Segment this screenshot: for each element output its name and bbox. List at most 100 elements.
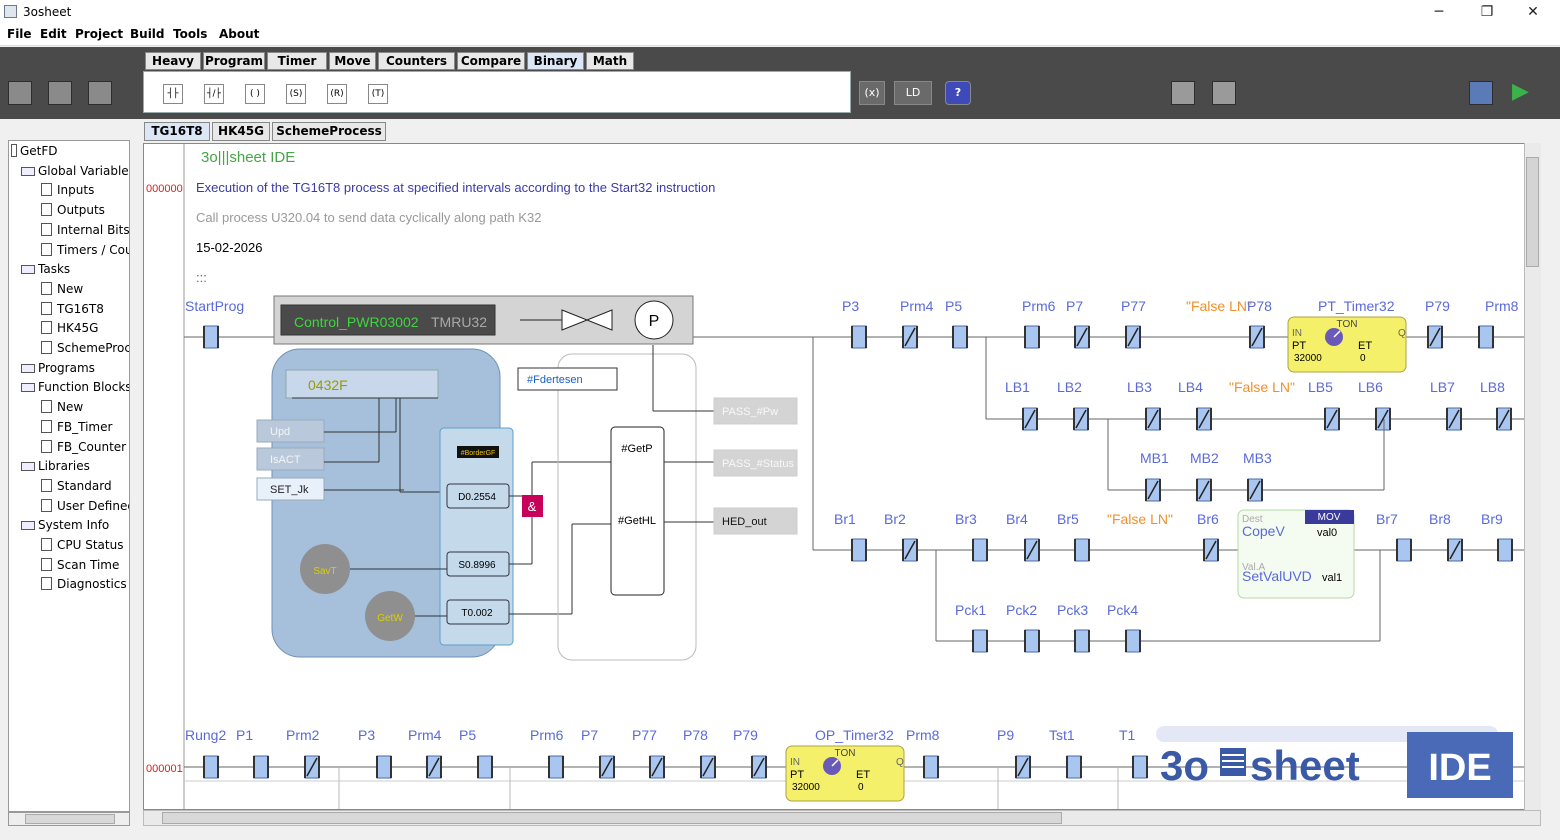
nc-slash [1017, 757, 1029, 777]
file-icon [41, 498, 52, 512]
menu-edit[interactable]: Edit [40, 27, 67, 41]
tree-node-tasks[interactable]: Tasks [21, 262, 70, 277]
tree-node-internal-bits[interactable]: Internal Bits [41, 222, 129, 238]
nc-slash [753, 757, 765, 777]
nc-slash [1498, 409, 1510, 429]
file-icon [41, 183, 52, 197]
tab-schemeprocess[interactable]: SchemeProcess [272, 122, 386, 141]
rung1-label-4: Prm4 [408, 727, 442, 743]
vertical-scrollbar[interactable] [1524, 143, 1541, 810]
undo-icon[interactable] [1171, 81, 1195, 105]
tab-move[interactable]: Move [329, 52, 376, 70]
tab-compare[interactable]: Compare [457, 52, 525, 70]
tree-node-system-info[interactable]: System Info [21, 518, 109, 533]
nc-slash [601, 757, 613, 777]
watermark-ide-bg [1407, 732, 1513, 798]
nc-slash [1075, 409, 1087, 429]
tab-math[interactable]: Math [586, 52, 634, 70]
file-icon [41, 439, 52, 453]
tree-node-schemeproc[interactable]: SchemeProc [41, 341, 129, 356]
horizontal-scrollbar[interactable] [143, 810, 1541, 826]
run-icon[interactable]: ▶ [1512, 81, 1536, 105]
reset-coil-icon[interactable]: (R) [327, 84, 347, 104]
file-icon [41, 400, 52, 414]
tree-node-getfd[interactable]: GetFD [11, 144, 58, 159]
ld-mode-icon[interactable]: LD [894, 81, 932, 105]
menu-about[interactable]: About [219, 27, 260, 41]
tree-node-user-defined[interactable]: User Defined [41, 498, 129, 514]
variable-icon[interactable]: (x) [859, 81, 885, 105]
tree-node-cpu-status[interactable]: CPU Status [41, 538, 123, 553]
row4-label-2: Br3 [955, 511, 977, 527]
tab-hk45g[interactable]: HK45G [212, 122, 270, 141]
file-icon [41, 538, 52, 551]
nc-contact-icon[interactable]: ┤/├ [204, 84, 224, 104]
tree-node-outputs[interactable]: Outputs [41, 203, 105, 218]
nc-slash [1127, 327, 1139, 347]
fb-inner-val-1: S0.8996 [458, 560, 496, 571]
nc-slash [428, 757, 440, 777]
nc-slash [1449, 540, 1461, 560]
tree-node-timers-cou[interactable]: Timers / Cou [41, 242, 129, 258]
tab-heavy[interactable]: Heavy [145, 52, 201, 70]
tree-node-diagnostics[interactable]: Diagnostics [41, 577, 127, 592]
rung1-contact-14 [1132, 755, 1148, 779]
toggle-coil-icon[interactable]: (T) [368, 84, 388, 104]
watermark-bar [1222, 766, 1244, 768]
tab-program[interactable]: Program [203, 52, 265, 70]
tree-node-global-variables[interactable]: Global Variables [21, 164, 129, 179]
file-icon [41, 321, 52, 335]
tree-node-function-blocks[interactable]: Function Blocks [21, 380, 129, 395]
menu-tools[interactable]: Tools [173, 27, 208, 41]
tree-node-libraries[interactable]: Libraries [21, 459, 90, 474]
tree-node-new[interactable]: New [41, 281, 83, 297]
no-contact-icon[interactable]: ┤├ [163, 84, 183, 104]
tree-node-scan-time[interactable]: Scan Time [41, 557, 119, 573]
nc-slash [1448, 409, 1460, 429]
rung-number-0: 000000 [146, 183, 183, 195]
tab-binary[interactable]: Binary [527, 52, 584, 70]
mov-val: SetValUVD [1242, 568, 1312, 584]
tree-node-hk45g[interactable]: HK45G [41, 321, 98, 336]
save-icon[interactable] [88, 81, 112, 105]
minimize-button[interactable]: ─ [1434, 4, 1444, 20]
get-block [610, 426, 665, 596]
status-bar [0, 826, 1560, 840]
menu-project[interactable]: Project [75, 27, 124, 41]
menu-build[interactable]: Build [130, 27, 165, 41]
menu-file[interactable]: File [7, 27, 32, 41]
ftag-box [517, 367, 618, 391]
tree-node-standard[interactable]: Standard [41, 478, 112, 494]
coil-icon[interactable]: ( ) [245, 84, 265, 104]
tree-node-fb-timer[interactable]: FB_Timer [41, 419, 112, 435]
tree-node-new[interactable]: New [41, 400, 83, 415]
tree-node-programs[interactable]: Programs [21, 361, 95, 376]
redo-icon[interactable] [1212, 81, 1236, 105]
fb-input-1: IsACT [270, 454, 301, 466]
close-button[interactable]: ✕ [1527, 4, 1539, 20]
circle-getw [365, 591, 415, 641]
tree-node-inputs[interactable]: Inputs [41, 183, 94, 198]
rung0-timer-in: IN [1292, 328, 1302, 339]
file-icon [41, 341, 52, 354]
tree-node-fb-counter[interactable]: FB_Counter [41, 439, 126, 455]
rung1-timer-et: ET [856, 769, 870, 781]
row2-label-3: LB4 [1178, 379, 1203, 395]
rung0-timer-type: TON [1337, 319, 1358, 330]
tree-node-tg16t8[interactable]: TG16T8 [41, 301, 104, 317]
tree-scrollbar[interactable] [8, 812, 130, 826]
instruction-palette: ┤├ ┤/├ ( ) (S) (R) (T) [143, 71, 851, 113]
set-coil-icon[interactable]: (S) [286, 84, 306, 104]
tab-timer[interactable]: Timer [267, 52, 327, 70]
new-file-icon[interactable] [8, 81, 32, 105]
tab-counters[interactable]: Counters [378, 52, 455, 70]
maximize-button[interactable]: ❐ [1480, 4, 1494, 20]
output-box [713, 449, 798, 477]
fb-id-box [285, 369, 439, 399]
help-icon[interactable]: ? [945, 81, 971, 105]
open-folder-icon[interactable] [48, 81, 72, 105]
tab-tg16t8[interactable]: TG16T8 [144, 122, 210, 141]
compile-icon[interactable] [1469, 81, 1493, 105]
